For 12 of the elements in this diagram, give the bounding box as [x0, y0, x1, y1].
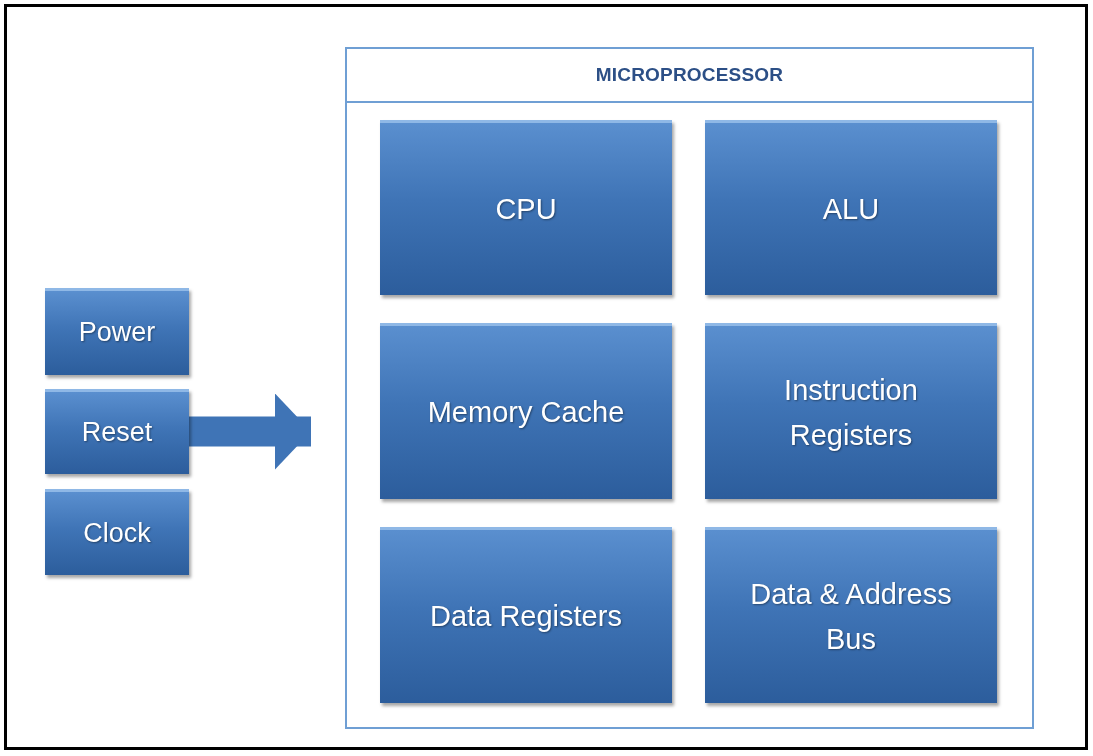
component-block: Data & Address Bus — [705, 527, 997, 703]
block-arrow — [189, 393, 311, 470]
component-block: Data Registers — [380, 527, 672, 703]
component-block: CPU — [380, 120, 672, 295]
panel-heading: MICROPROCESSOR — [595, 64, 784, 86]
component-block: Clock — [45, 489, 189, 575]
component-block: Instruction Registers — [705, 323, 997, 499]
component-block: Power — [45, 288, 189, 375]
microprocessor-panel — [345, 47, 1034, 729]
component-block: Memory Cache — [380, 323, 672, 499]
component-block: Reset — [45, 389, 189, 474]
component-block: ALU — [705, 120, 997, 295]
